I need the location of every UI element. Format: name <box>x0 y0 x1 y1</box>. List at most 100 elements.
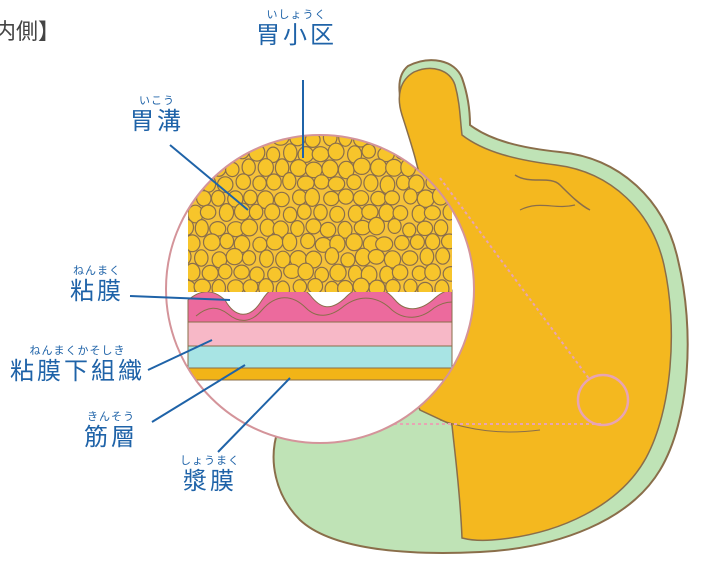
gastric-cell <box>298 204 312 219</box>
gastric-cell <box>243 129 258 145</box>
ruby-gastric-groove: いこう <box>130 94 184 107</box>
gastric-cell <box>189 175 202 191</box>
submucosa-band <box>188 322 452 346</box>
label-gastric-areas: いしょうく 胃小区 <box>256 8 337 49</box>
name-serosa: 漿膜 <box>180 467 240 495</box>
gastric-cell <box>314 175 329 189</box>
name-mucosa: 粘膜 <box>70 277 124 305</box>
gastric-cell <box>219 204 233 222</box>
gastric-cell <box>241 219 258 236</box>
gastric-cell <box>328 143 344 160</box>
gastric-cell <box>385 191 400 205</box>
gastric-cell <box>330 264 346 281</box>
gastric-cell <box>368 249 384 264</box>
name-submucosa: 粘膜下組織 <box>10 357 145 385</box>
muscle-band <box>188 346 452 368</box>
gastric-cell <box>195 220 208 237</box>
gastric-cell <box>242 251 255 265</box>
gastric-cell <box>353 278 369 294</box>
gastric-cell <box>328 177 344 191</box>
gastric-cell <box>185 145 201 160</box>
gastric-cell <box>308 279 323 294</box>
gastric-cell <box>301 233 315 248</box>
gastric-cell <box>249 204 262 219</box>
gastric-cell <box>371 159 387 176</box>
gastric-cell <box>267 174 282 190</box>
gastric-cell <box>312 147 329 162</box>
gastric-cell <box>283 207 296 222</box>
ruby-submucosa: ねんまくかそしき <box>10 344 145 357</box>
gastric-cell <box>424 206 440 220</box>
gastric-cell <box>404 189 417 204</box>
gastric-cell <box>283 173 296 190</box>
name-gastric-areas: 胃小区 <box>256 21 337 49</box>
gastric-cell <box>195 129 208 147</box>
ruby-mucosa: ねんまく <box>70 264 124 277</box>
gastric-cell <box>403 223 416 237</box>
gastric-cell <box>346 234 362 251</box>
gastric-cell <box>178 190 192 207</box>
gastric-cell <box>265 204 280 220</box>
gastric-cell <box>219 264 232 279</box>
gastric-cell <box>395 236 410 251</box>
gastric-cell <box>385 130 400 144</box>
gastric-cell <box>426 234 440 250</box>
ruby-serosa: しょうまく <box>180 454 240 467</box>
label-mucosa: ねんまく 粘膜 <box>70 264 124 305</box>
gastric-cell <box>364 175 378 192</box>
gastric-cell <box>420 248 434 265</box>
gastric-cell <box>212 191 225 207</box>
gastric-cell <box>347 175 361 190</box>
gastric-cell <box>330 206 345 222</box>
gastric-cell <box>410 235 424 250</box>
gastric-cell <box>314 205 327 221</box>
gastric-cell <box>220 146 236 163</box>
gastric-cell <box>353 191 368 206</box>
gastric-cell <box>425 264 441 281</box>
gastric-cell <box>258 159 273 177</box>
gastric-cell <box>386 159 403 176</box>
label-serosa: しょうまく 漿膜 <box>180 454 240 495</box>
serosa-band <box>188 368 452 380</box>
gastric-cell <box>298 263 313 280</box>
gastric-cell <box>242 159 255 175</box>
gastric-cell <box>226 162 239 176</box>
gastric-cell <box>404 279 417 294</box>
gastric-cell <box>202 265 218 280</box>
gastric-cell <box>324 191 339 205</box>
gastric-cell <box>362 144 375 158</box>
gastric-cell <box>392 265 407 280</box>
name-gastric-groove: 胃溝 <box>130 107 184 135</box>
gastric-cell <box>402 251 418 265</box>
ruby-gastric-areas: いしょうく <box>256 8 337 21</box>
gastric-cell <box>338 189 353 204</box>
gastric-cell <box>293 280 306 294</box>
gastric-cell <box>353 158 370 174</box>
gastric-cell <box>234 265 249 279</box>
gastric-cell <box>305 188 319 206</box>
gastric-cell <box>417 221 432 235</box>
name-muscle-layer: 筋層 <box>84 423 138 451</box>
gastric-cell <box>204 234 221 251</box>
gastric-cell <box>274 192 289 206</box>
gastric-cell <box>195 250 208 266</box>
gastric-cell <box>226 249 243 265</box>
ruby-muscle-layer: きんそう <box>84 410 138 423</box>
gastric-cell <box>325 248 338 265</box>
label-muscle-layer: きんそう 筋層 <box>84 410 138 451</box>
gastric-cell <box>236 174 250 190</box>
gastric-cell <box>201 145 217 163</box>
gastric-cell <box>260 250 274 267</box>
gastric-cell <box>211 129 225 146</box>
gastric-cell <box>397 175 410 190</box>
gastric-cell <box>267 235 283 250</box>
label-gastric-groove: いこう 胃溝 <box>130 94 184 135</box>
gastric-cell <box>320 222 335 237</box>
gastric-cell <box>244 190 257 205</box>
gastric-cell <box>284 144 297 162</box>
gastric-cell <box>388 219 401 234</box>
gastric-cell <box>227 129 242 144</box>
gastric-cell <box>436 248 450 264</box>
label-submucosa: ねんまくかそしき 粘膜下組織 <box>10 344 145 385</box>
gastric-cell <box>306 219 321 234</box>
